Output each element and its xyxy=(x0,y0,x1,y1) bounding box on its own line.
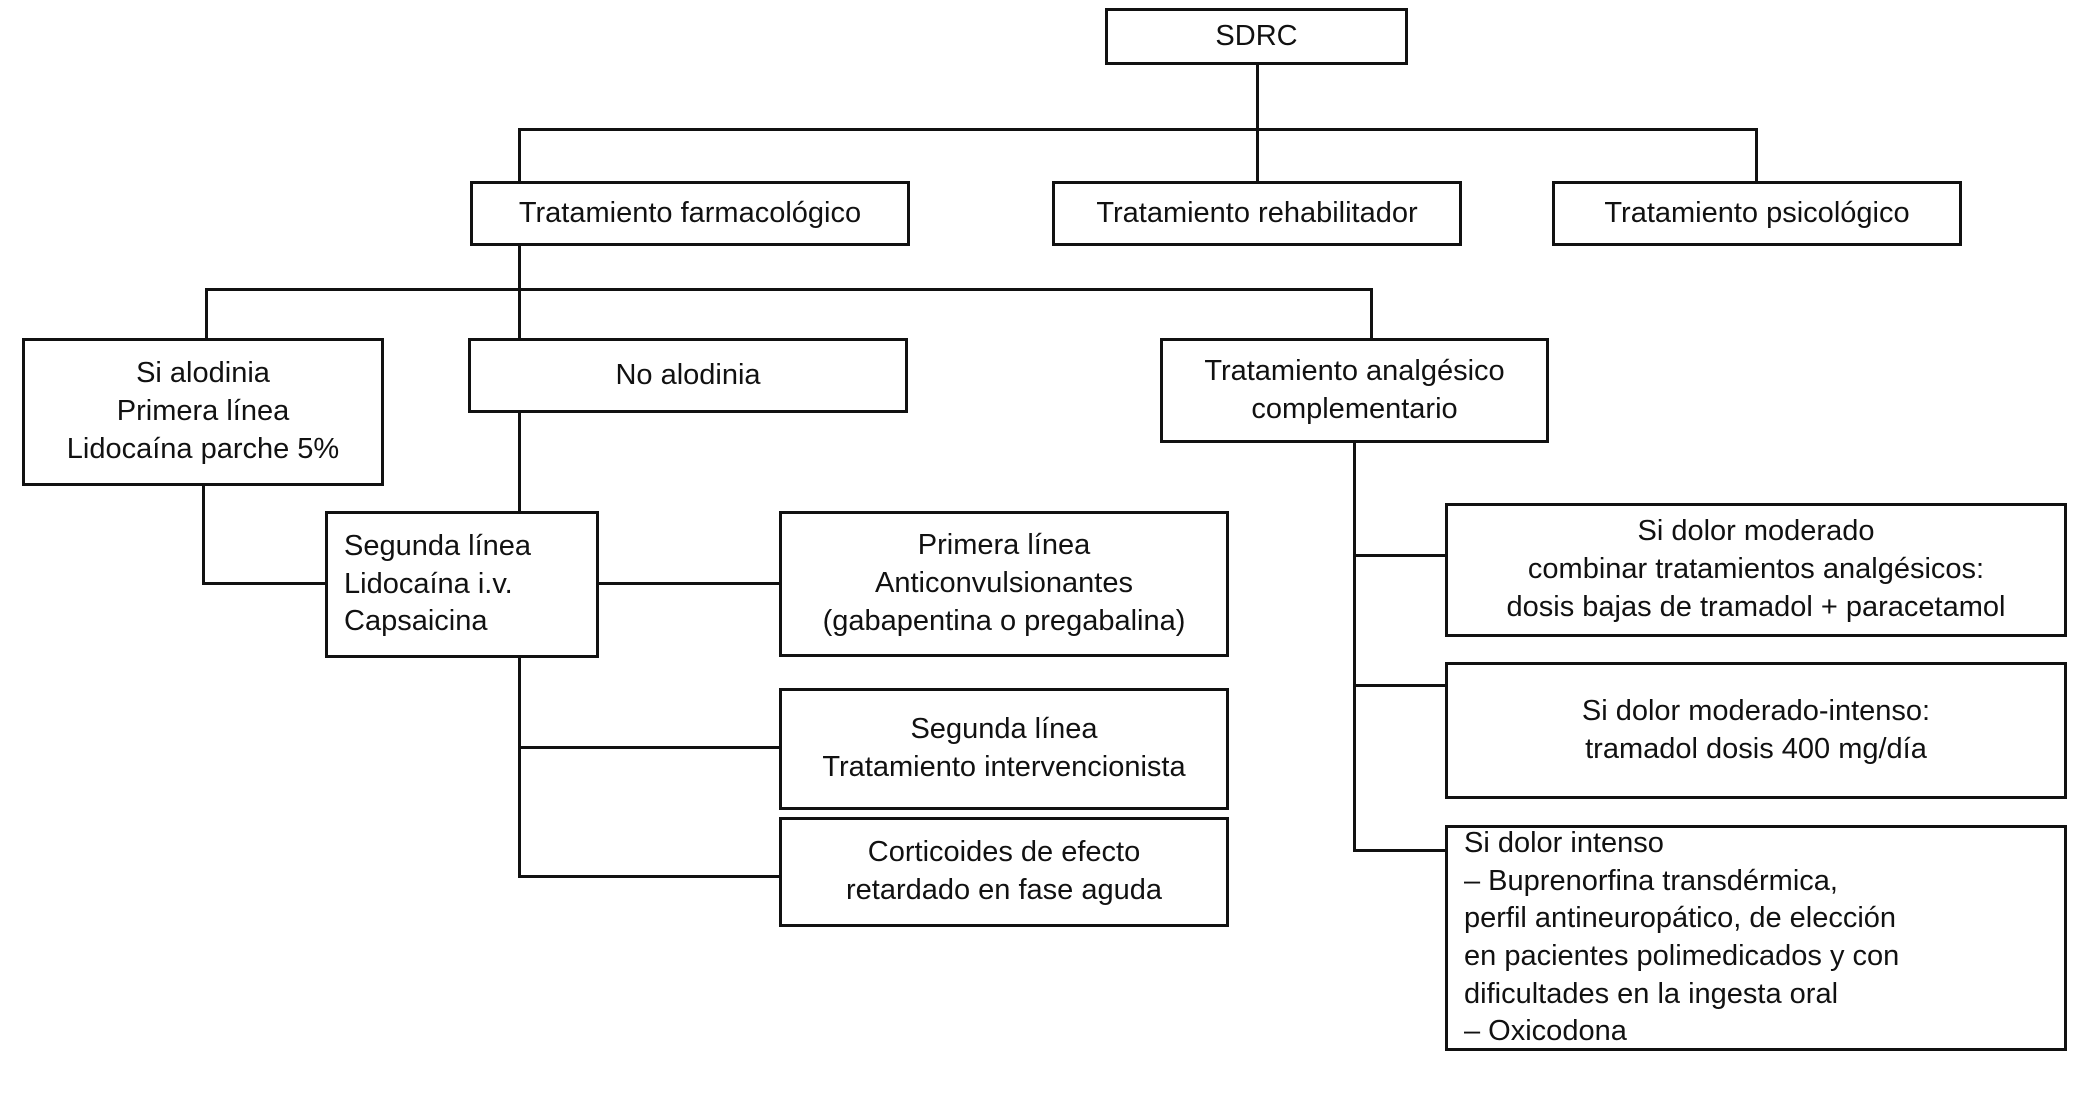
node-si-alodinia[interactable]: Si alodinia Primera línea Lidocaína parc… xyxy=(22,338,384,486)
edge-drop-no-alodinia xyxy=(518,288,521,340)
node-dolor-moderado-intenso[interactable]: Si dolor moderado-intenso: tramadol dosi… xyxy=(1445,662,2067,799)
edge-analgesico-spine xyxy=(1353,442,1356,852)
node-sdrc[interactable]: SDRC xyxy=(1105,8,1408,65)
edge-drop-farmacologico xyxy=(518,128,521,181)
node-tratamiento-psicologico[interactable]: Tratamiento psicológico xyxy=(1552,181,1962,246)
edge-root-stem xyxy=(1256,62,1259,128)
node-tratamiento-rehabilitador[interactable]: Tratamiento rehabilitador xyxy=(1052,181,1462,246)
node-tratamiento-farmacologico-label: Tratamiento farmacológico xyxy=(518,196,862,229)
node-tratamiento-analgesico-complementario-label: Tratamiento analgésico complementario xyxy=(1204,354,1505,425)
edge-no-alodinia-stub-2 xyxy=(518,746,782,749)
node-dolor-moderado-label: Si dolor moderado combinar tratamientos … xyxy=(1506,515,2006,623)
edge-alodinia-stub xyxy=(202,582,328,585)
node-segunda-linea-intervencionista-label: Segunda línea Tratamiento intervencionis… xyxy=(822,713,1186,783)
node-dolor-intenso[interactable]: Si dolor intenso – Buprenorfina transdér… xyxy=(1445,825,2067,1051)
edge-alodinia-spine xyxy=(202,485,205,585)
node-dolor-moderado[interactable]: Si dolor moderado combinar tratamientos … xyxy=(1445,503,2067,637)
edge-drop-rehabilitador xyxy=(1256,128,1259,181)
node-primera-linea-anticonvulsionantes[interactable]: Primera línea Anticonvulsionantes (gabap… xyxy=(779,511,1229,657)
edge-analgesico-stub-3 xyxy=(1353,849,1448,852)
edge-analgesico-stub-2 xyxy=(1353,684,1448,687)
edge-level2-bus xyxy=(205,288,1373,291)
edge-farmacologico-stem xyxy=(518,244,521,291)
edge-analgesico-stub-1 xyxy=(1353,554,1448,557)
node-segunda-linea-intervencionista[interactable]: Segunda línea Tratamiento intervencionis… xyxy=(779,688,1229,810)
edge-no-alodinia-stub-1 xyxy=(518,582,782,585)
node-no-alodinia[interactable]: No alodinia xyxy=(468,338,908,413)
node-no-alodinia-label: No alodinia xyxy=(615,358,761,391)
node-tratamiento-psicologico-label: Tratamiento psicológico xyxy=(1604,196,1910,229)
edge-level1-bus xyxy=(518,128,1758,131)
edge-drop-psicologico xyxy=(1755,128,1758,181)
node-corticoides-efecto-retardado[interactable]: Corticoides de efecto retardado en fase … xyxy=(779,817,1229,927)
edge-drop-si-alodinia xyxy=(205,288,208,340)
node-sdrc-label: SDRC xyxy=(1215,19,1298,52)
node-segunda-linea-lidocaina-label: Segunda línea Lidocaína i.v. Capsaicina xyxy=(344,529,532,638)
node-tratamiento-analgesico-complementario[interactable]: Tratamiento analgésico complementario xyxy=(1160,338,1549,443)
node-dolor-moderado-intenso-label: Si dolor moderado-intenso: tramadol dosi… xyxy=(1581,694,1931,765)
node-tratamiento-rehabilitador-label: Tratamiento rehabilitador xyxy=(1096,196,1418,229)
node-segunda-linea-lidocaina[interactable]: Segunda línea Lidocaína i.v. Capsaicina xyxy=(325,511,599,658)
edge-no-alodinia-stub-3 xyxy=(518,875,782,878)
node-corticoides-efecto-retardado-label: Corticoides de efecto retardado en fase … xyxy=(845,836,1163,906)
node-primera-linea-anticonvulsionantes-label: Primera línea Anticonvulsionantes (gabap… xyxy=(822,529,1186,637)
node-si-alodinia-label: Si alodinia Primera línea Lidocaína parc… xyxy=(66,357,340,465)
node-tratamiento-farmacologico[interactable]: Tratamiento farmacológico xyxy=(470,181,910,246)
edge-drop-analgesico xyxy=(1370,288,1373,340)
node-dolor-intenso-label: Si dolor intenso – Buprenorfina transdér… xyxy=(1464,826,1900,1048)
